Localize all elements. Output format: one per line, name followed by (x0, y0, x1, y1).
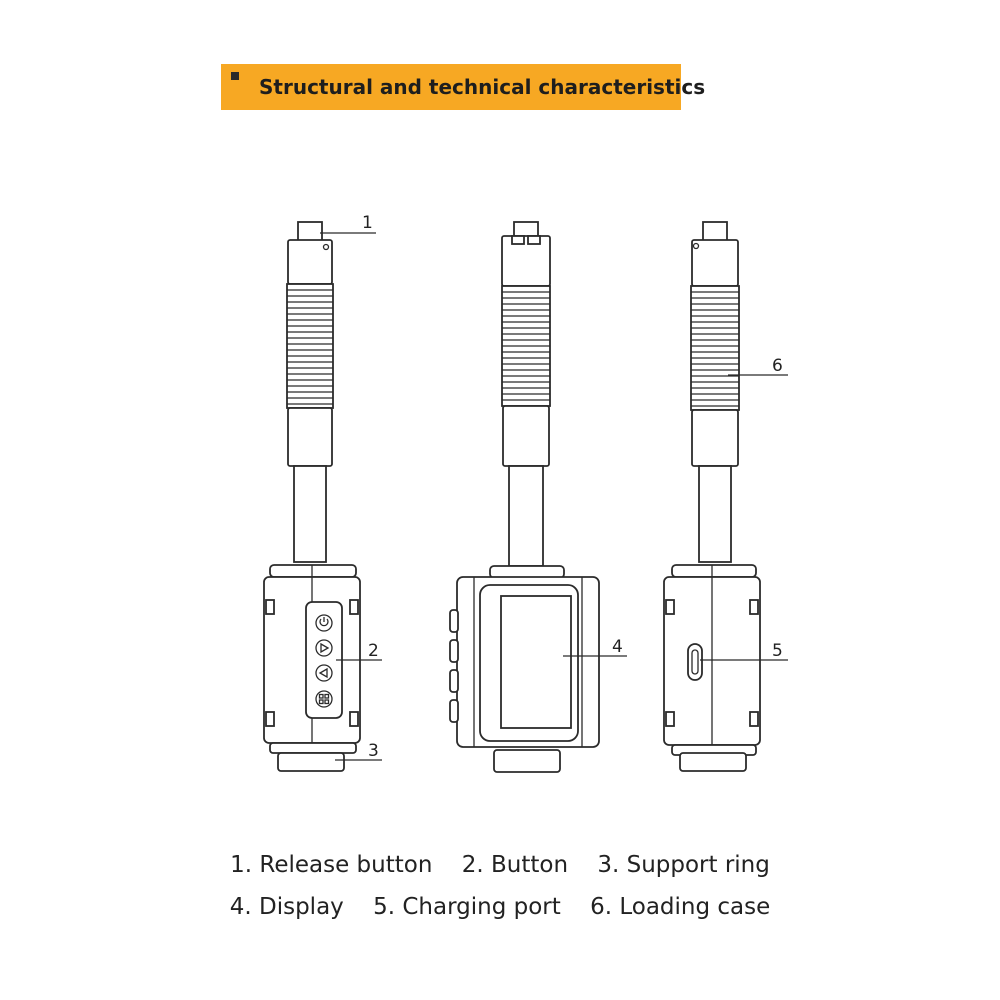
legend-line-1: 1. Release button 2. Button 3. Support r… (0, 852, 1000, 878)
power-icon (315, 614, 333, 632)
legend-item: 2. Button (461, 852, 569, 878)
spring-section (286, 283, 334, 409)
release-button (297, 221, 323, 243)
callout-label-5: 5 (772, 641, 783, 661)
callout-1: 1 (320, 213, 376, 234)
callout-2: 2 (336, 641, 382, 661)
callout-label-6: 6 (772, 356, 783, 376)
charging-port (687, 643, 703, 681)
legend-item: 4. Display (229, 894, 344, 920)
legend-item: 3. Support ring (597, 852, 770, 878)
grid-menu-icon (315, 690, 333, 708)
callout-label-1: 1 (362, 213, 373, 233)
callout-label-3: 3 (368, 741, 379, 761)
support-ring-front (493, 749, 561, 773)
support-ring-right (679, 752, 747, 772)
loading-case (690, 285, 740, 411)
callout-4: 4 (563, 637, 627, 657)
play-right-icon (315, 639, 333, 657)
callout-3: 3 (335, 741, 382, 761)
device-right-view (663, 221, 761, 772)
section-banner: Structural and technical characteristics (221, 64, 705, 110)
legend-item: 6. Loading case (590, 894, 771, 920)
callout-6: 6 (728, 356, 788, 376)
device-front-view (449, 221, 600, 773)
support-ring-left (277, 752, 345, 772)
play-left-icon (315, 664, 333, 682)
device-left-view (263, 221, 361, 772)
legend-item: 1. Release button (230, 852, 433, 878)
legend-line-2: 4. Display 5. Charging port 6. Loading c… (0, 894, 1000, 920)
callout-5: 5 (700, 641, 788, 661)
callout-label-2: 2 (368, 641, 379, 661)
callout-label-4: 4 (612, 637, 623, 657)
display-screen (500, 595, 572, 729)
banner-title: Structural and technical characteristics (259, 75, 706, 99)
spring-section (501, 285, 551, 407)
legend-item: 5. Charging port (373, 894, 561, 920)
bullet-square-icon (231, 72, 239, 80)
